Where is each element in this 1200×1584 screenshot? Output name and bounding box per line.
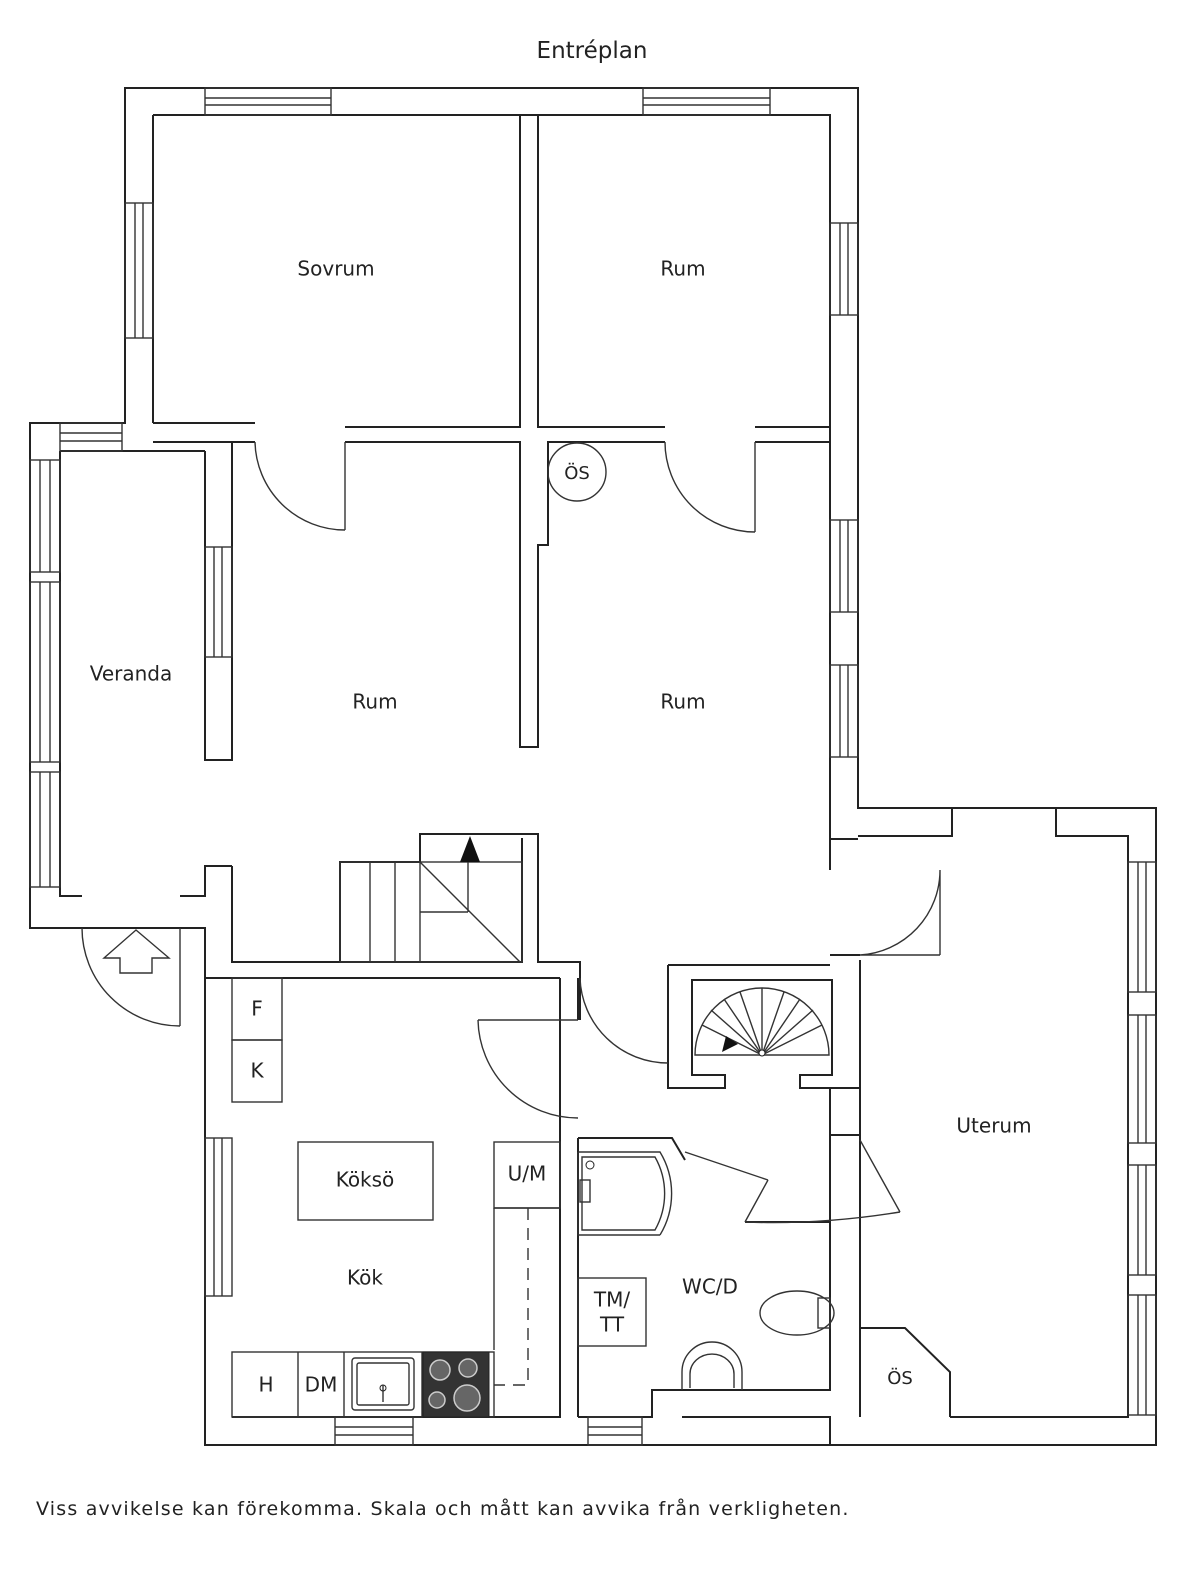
room-label-wc: WC/D — [682, 1275, 738, 1299]
fixture-label-um: U/M — [508, 1162, 547, 1186]
fixture-label-dm: DM — [305, 1373, 338, 1397]
room-label-uterum: Uterum — [956, 1114, 1031, 1138]
room-label-rum-top: Rum — [660, 257, 705, 281]
room-label-veranda: Veranda — [90, 662, 173, 686]
entrance-arrow-icon — [102, 929, 171, 974]
kitchen-fixtures — [231, 977, 561, 1418]
fixture-label-os-top: ÖS — [564, 462, 590, 484]
fixture-label-freezer: K — [250, 1059, 264, 1083]
room-label-kok: Kök — [347, 1266, 383, 1290]
room-label-rum-mid-right: Rum — [660, 690, 705, 714]
windows — [29, 87, 1157, 1446]
stair-arrow-icon — [460, 836, 480, 862]
room-label-rum-mid-left: Rum — [352, 690, 397, 714]
outer-walls — [29, 87, 1157, 1446]
spiral-arrow-icon — [722, 1036, 738, 1052]
fixture-label-tm: TM/ — [593, 1288, 630, 1312]
fixture-label-kokso: Köksö — [336, 1168, 395, 1192]
plan-title: Entréplan — [537, 38, 648, 64]
main-staircase — [339, 836, 523, 963]
fixture-label-os-bottom: ÖS — [887, 1367, 913, 1389]
fixture-label-h: H — [258, 1373, 273, 1397]
fixture-label-fridge: F — [251, 997, 263, 1021]
room-label-sovrum: Sovrum — [297, 257, 374, 281]
fixture-labels: ÖS ÖS Köksö F K U/M H DM TM/ TT — [250, 462, 912, 1397]
fixture-label-tt: TT — [599, 1313, 625, 1337]
doors — [81, 441, 941, 1224]
spiral-staircase — [694, 987, 830, 1057]
bathroom-fixtures — [577, 1151, 835, 1390]
room-labels: Sovrum Rum Veranda Rum Rum Uterum Kök WC… — [90, 257, 1032, 1299]
disclaimer-text: Viss avvikelse kan förekomma. Skala och … — [36, 1498, 850, 1520]
